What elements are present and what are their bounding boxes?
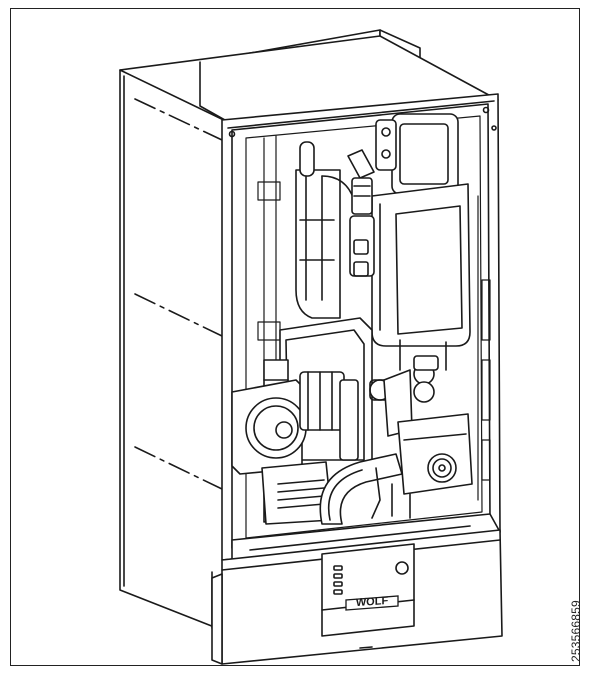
gas-valve <box>347 149 375 277</box>
circulation-pump-right <box>391 413 473 519</box>
flex-hose <box>319 453 403 525</box>
valve-cluster <box>369 339 447 437</box>
wolf-logo: WOLF <box>345 595 399 611</box>
heat-exchanger-pipe <box>295 141 355 319</box>
exchanger-fins <box>261 461 333 525</box>
expansion-vessel <box>371 113 471 347</box>
circulation-pump-left <box>231 371 359 475</box>
document-number: 253566859 <box>569 600 583 662</box>
side-panel <box>119 69 233 635</box>
wolf-logo-text: WOLF <box>356 595 389 609</box>
control-panel <box>211 529 503 665</box>
